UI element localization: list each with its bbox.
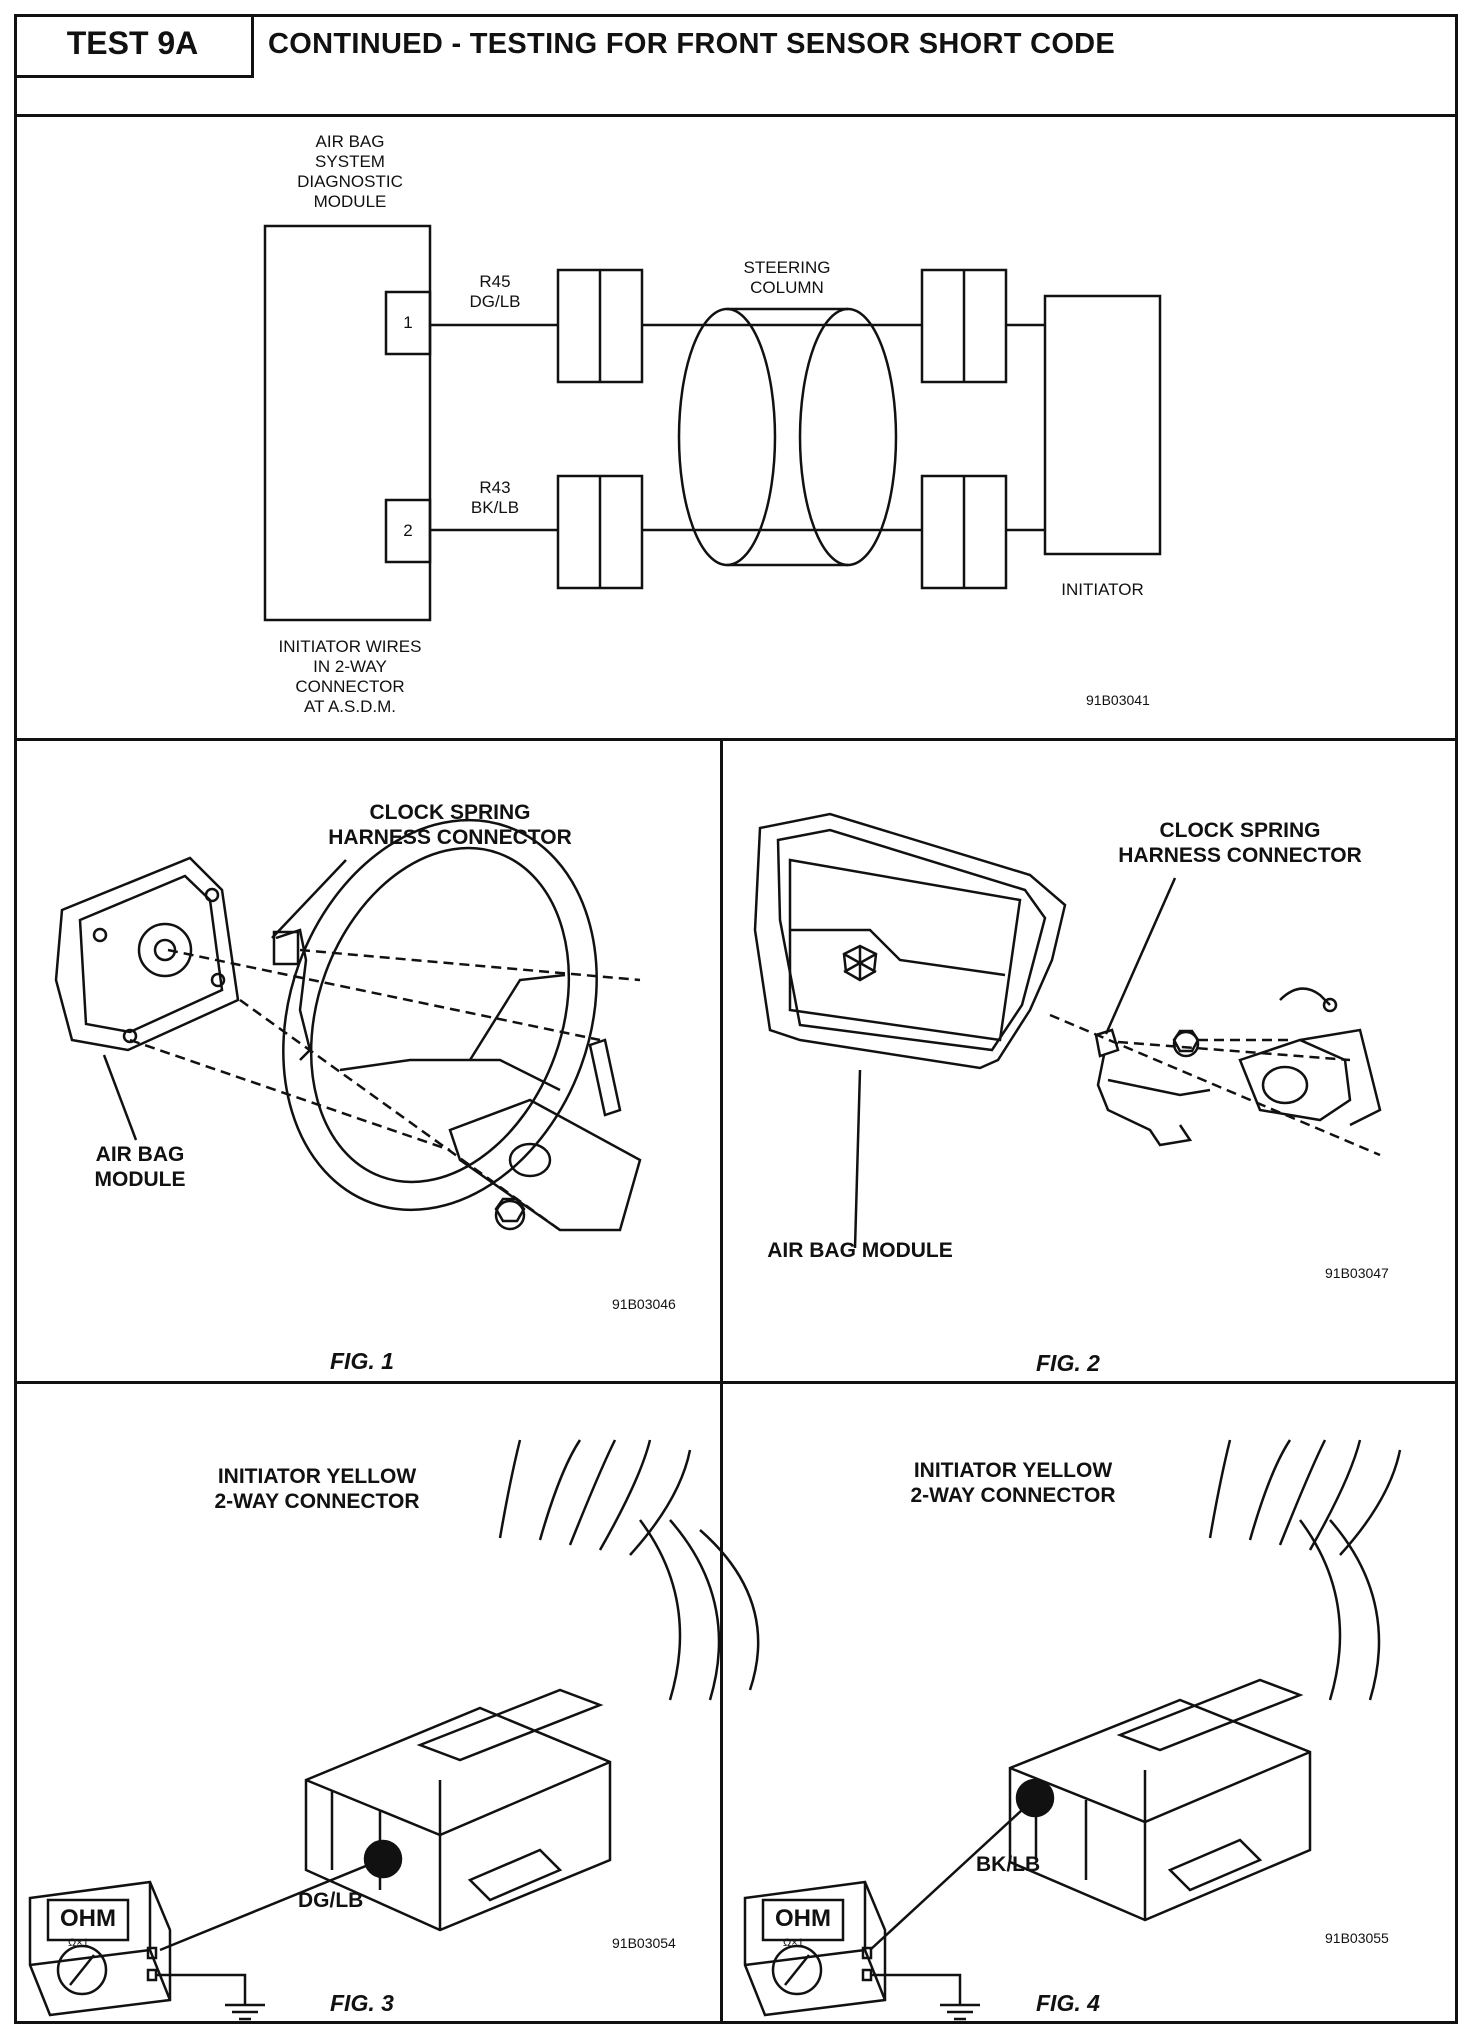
label-line: INITIATOR YELLOW (913, 1459, 1113, 1482)
label-line: HARNESS CONNECTOR (328, 826, 572, 849)
steering-wheel-drawing (282, 818, 598, 1212)
fig1-clock-spring-label: CLOCK SPRING HARNESS CONNECTOR (300, 800, 600, 850)
header-divider (14, 114, 1458, 117)
ohmmeter-display (761, 1898, 845, 1942)
fig1-code: 91B03046 (612, 1296, 676, 1312)
label-line: CLOCK SPRING (369, 801, 531, 824)
module-title-line: DIAGNOSTIC (297, 172, 403, 191)
ohmmeter-dial (56, 1944, 108, 1996)
wire-color: BK/LB (470, 498, 520, 517)
ohmmeter-dial (771, 1944, 823, 1996)
label-line: CLOCK SPRING (1159, 819, 1321, 842)
label-line: 2-WAY CONNECTOR (214, 1490, 420, 1513)
page-title: CONTINUED - TESTING FOR FRONT SENSOR SHO… (268, 28, 1116, 60)
caption-line: IN 2-WAY (313, 657, 387, 676)
wire-color: DG/LB (469, 292, 521, 311)
schematic-caption: INITIATOR WIRES IN 2-WAY CONNECTOR AT A.… (240, 637, 460, 717)
ohmmeter-display (46, 1898, 130, 1942)
ground-lead (871, 1973, 962, 2005)
fig2-code: 91B03047 (1325, 1265, 1389, 1281)
connector-body (1008, 1698, 1312, 1922)
connector-wires (1208, 1439, 1402, 1556)
row-divider (14, 1381, 1458, 1384)
wire-circuit: R43 (479, 478, 511, 497)
schematic-divider (14, 738, 1458, 741)
label-line: 2-WAY CONNECTOR (910, 1484, 1116, 1507)
steering-column-label: STEERING COLUMN (717, 258, 857, 298)
ohmmeter-range: Ω×1 (68, 1937, 89, 1949)
ohmmeter-display-text: OHM (775, 1905, 831, 1932)
module-title: AIR BAG SYSTEM DIAGNOSTIC MODULE (250, 132, 450, 212)
module-title-line: MODULE (313, 192, 387, 211)
module-title-line: AIR BAG (315, 132, 385, 151)
wire-circuit: R45 (479, 272, 511, 291)
fig4-code: 91B03055 (1325, 1930, 1389, 1946)
fig1-caption: FIG. 1 (330, 1348, 394, 1374)
wire-r45-label: R45 DG/LB (445, 272, 545, 312)
fig2-caption: FIG. 2 (1036, 1350, 1100, 1376)
pin-1-label: 1 (403, 313, 413, 332)
label-line: INITIATOR YELLOW (217, 1465, 417, 1488)
fig4-connector-label: INITIATOR YELLOW 2-WAY CONNECTOR (888, 1458, 1138, 1508)
initiator-box (1043, 294, 1162, 556)
pin-2-label: 2 (403, 521, 413, 540)
ohmmeter-range: Ω×1 (783, 1937, 804, 1949)
caption-line: INITIATOR WIRES (278, 637, 422, 656)
connector-wires (498, 1439, 692, 1556)
ohmmeter-display-text: OHM (60, 1905, 116, 1932)
schematic-figure-code: 91B03041 (1086, 692, 1150, 708)
probe-lead (159, 1857, 384, 1952)
ground-lead (156, 1973, 247, 2005)
label-line: AIR BAG (95, 1143, 185, 1166)
steering-column-line: COLUMN (750, 278, 824, 297)
connector-body (304, 1706, 612, 1932)
airbag-module-drawing (54, 856, 240, 1052)
fig1-airbag-module-label: AIR BAG MODULE (80, 1142, 200, 1192)
airbag-module-drawing (753, 812, 1067, 1070)
label-line: HARNESS CONNECTOR (1118, 844, 1362, 867)
module-title-line: SYSTEM (315, 152, 385, 171)
pin-1-box (384, 290, 432, 356)
steering-column-line: STEERING (743, 258, 831, 277)
caption-line: CONNECTOR (295, 677, 405, 696)
fig3-code: 91B03054 (612, 1935, 676, 1951)
fig3-caption: FIG. 3 (330, 1990, 394, 2016)
wire-r43-label: R43 BK/LB (445, 478, 545, 518)
column-divider (720, 738, 723, 2024)
fig3-connector-label: INITIATOR YELLOW 2-WAY CONNECTOR (192, 1464, 442, 1514)
probe-lead (869, 1797, 1036, 1951)
steering-column-drawing (448, 1098, 642, 1232)
diagnostic-module-box (263, 224, 432, 622)
label-line: MODULE (94, 1168, 186, 1191)
fig2-airbag-module-label: AIR BAG MODULE (767, 1239, 953, 1262)
fig4-wire-label: BK/LB (976, 1853, 1041, 1876)
fig3-wire-label: DG/LB (298, 1889, 364, 1912)
test-label: TEST 9A (14, 14, 254, 78)
nut-drawing (494, 1199, 526, 1231)
fig2-clock-spring-label: CLOCK SPRING HARNESS CONNECTOR (1090, 818, 1390, 868)
fig4-caption: FIG. 4 (1036, 1990, 1100, 2016)
caption-line: AT A.S.D.M. (304, 697, 396, 716)
initiator-label: INITIATOR (1061, 580, 1144, 599)
page-frame (14, 14, 1458, 2024)
